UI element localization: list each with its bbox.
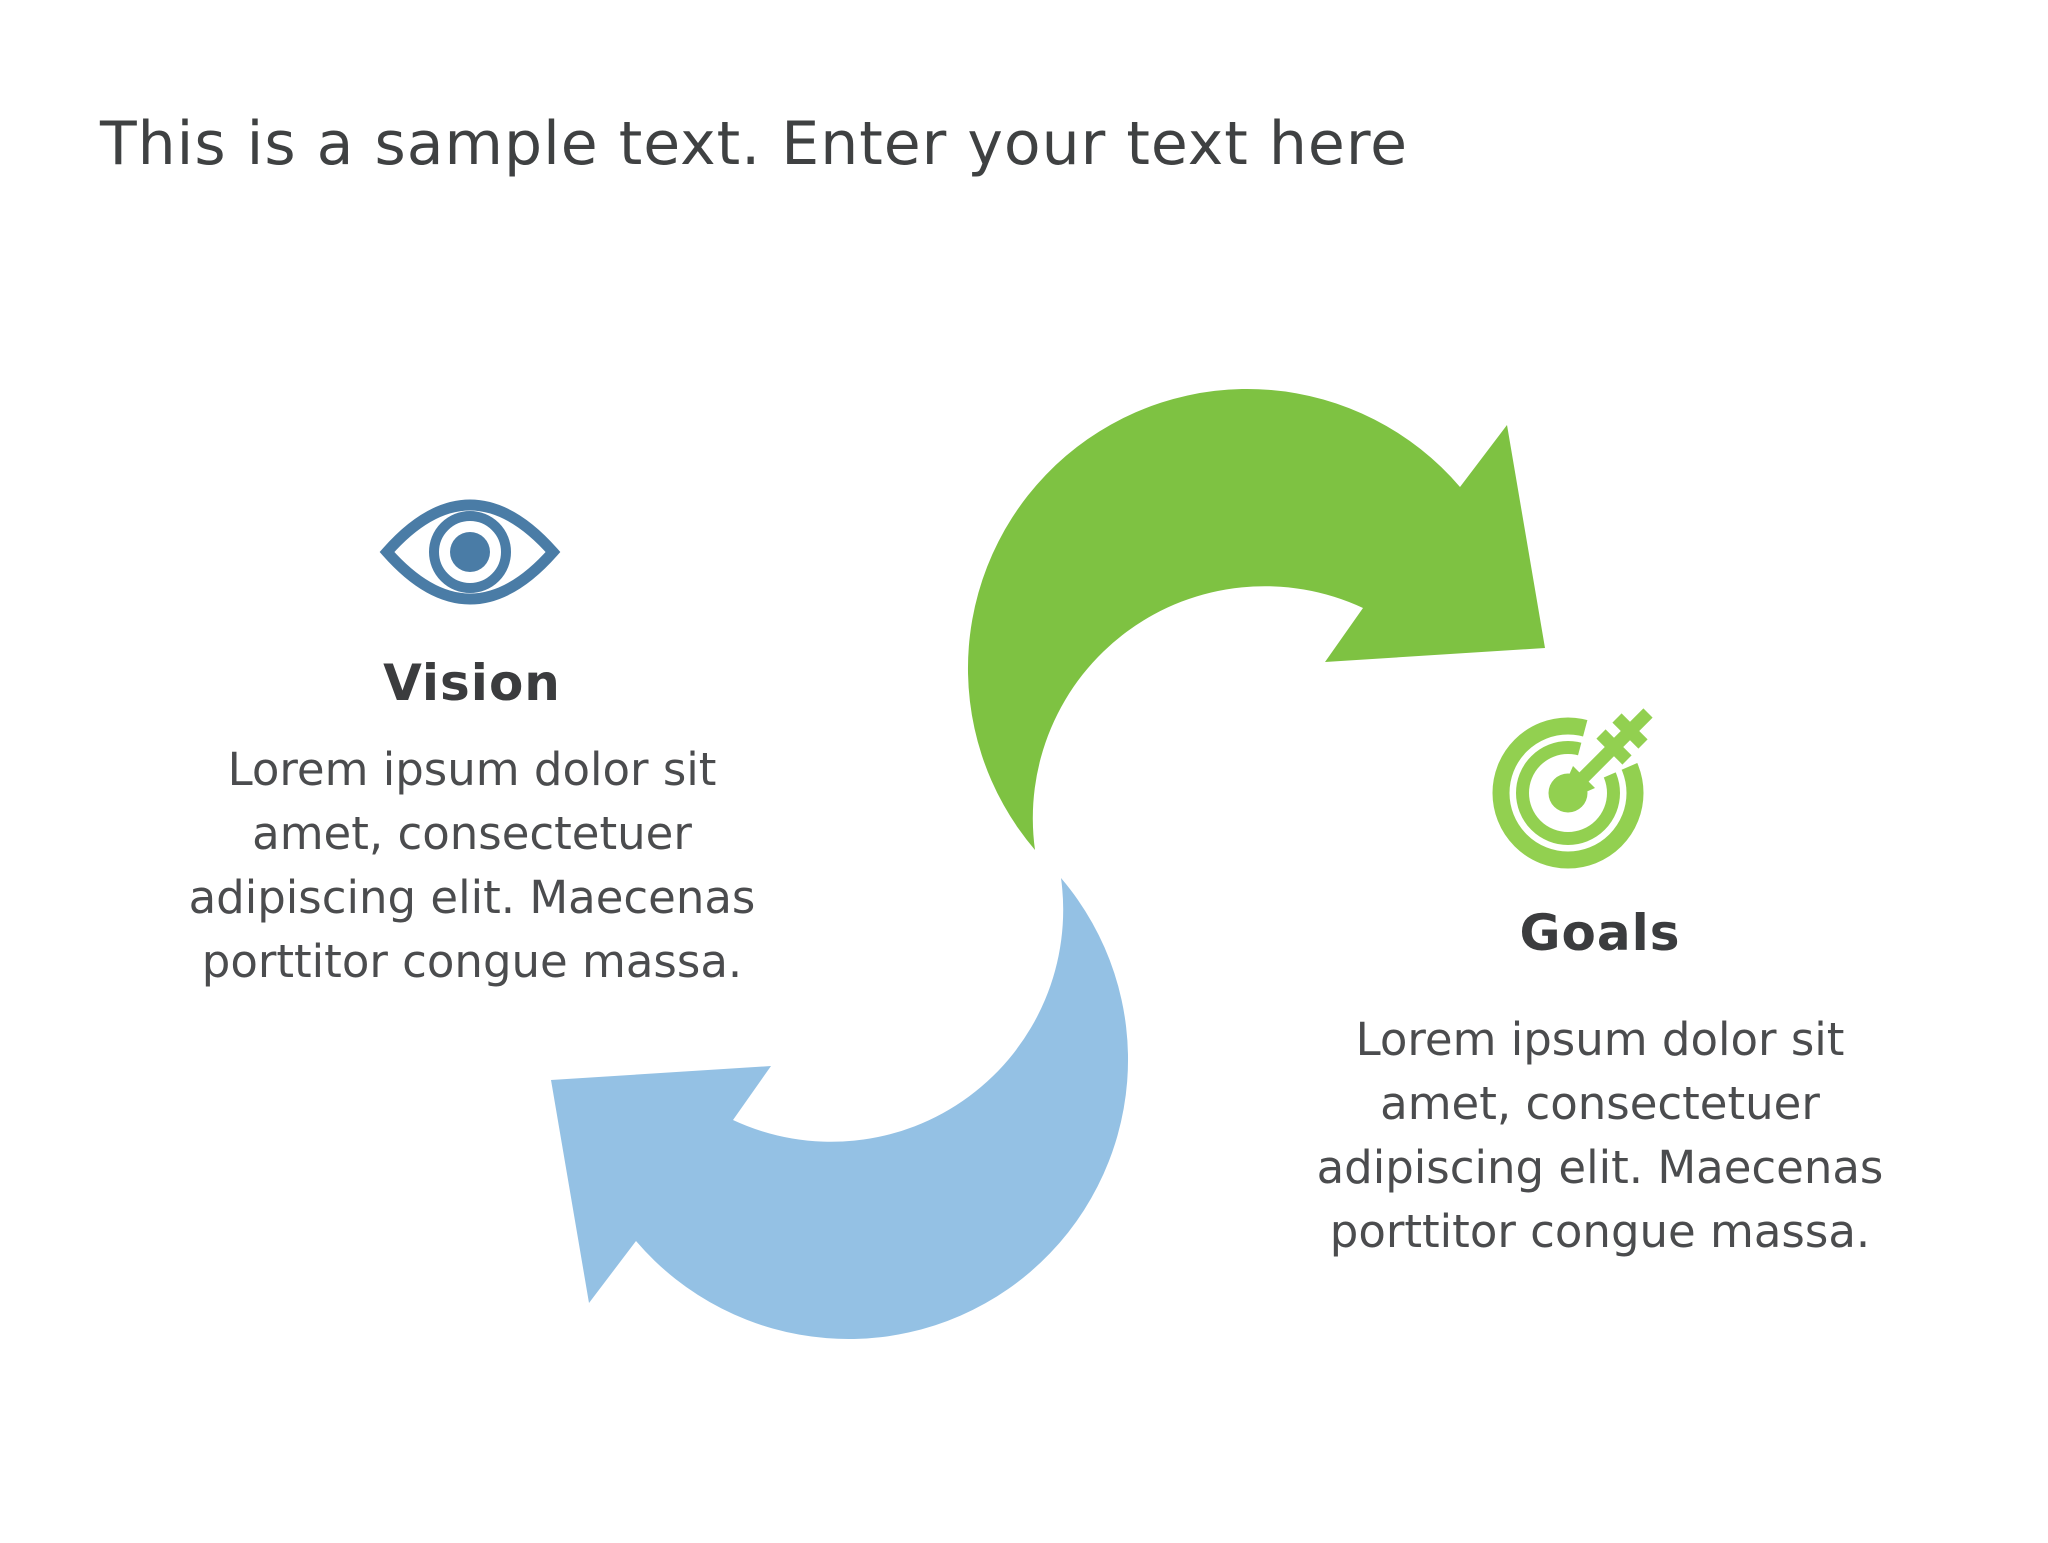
- goals-heading: Goals: [1519, 904, 1681, 962]
- goals-body-line: adipiscing elit. Maecenas: [1316, 1141, 1884, 1194]
- goals-body-line: porttitor congue massa.: [1329, 1205, 1871, 1258]
- vision-body-line: adipiscing elit. Maecenas: [188, 871, 756, 924]
- vision-body-line: Lorem ipsum dolor sit: [227, 743, 717, 796]
- blue-curved-arrow: [551, 878, 1129, 1340]
- vision-section: Vision Lorem ipsum dolor sit amet, conse…: [142, 658, 802, 994]
- vision-body-line: amet, consectetuer: [252, 807, 692, 860]
- green-curved-arrow: [967, 388, 1545, 850]
- vision-body: Lorem ipsum dolor sit amet, consectetuer…: [142, 738, 802, 994]
- vision-heading: Vision: [383, 654, 561, 712]
- target-dart: [1556, 708, 1653, 805]
- goals-body-line: Lorem ipsum dolor sit: [1355, 1013, 1845, 1066]
- goals-body-line: amet, consectetuer: [1380, 1077, 1820, 1130]
- slide-title: This is a sample text. Enter your text h…: [100, 109, 1409, 179]
- target-icon: [1492, 669, 1688, 869]
- goals-section: Goals Lorem ipsum dolor sit amet, consec…: [1270, 908, 1930, 1264]
- vision-body-line: porttitor congue massa.: [201, 935, 743, 988]
- goals-body: Lorem ipsum dolor sit amet, consectetuer…: [1270, 1008, 1930, 1264]
- eye-icon: [379, 499, 561, 605]
